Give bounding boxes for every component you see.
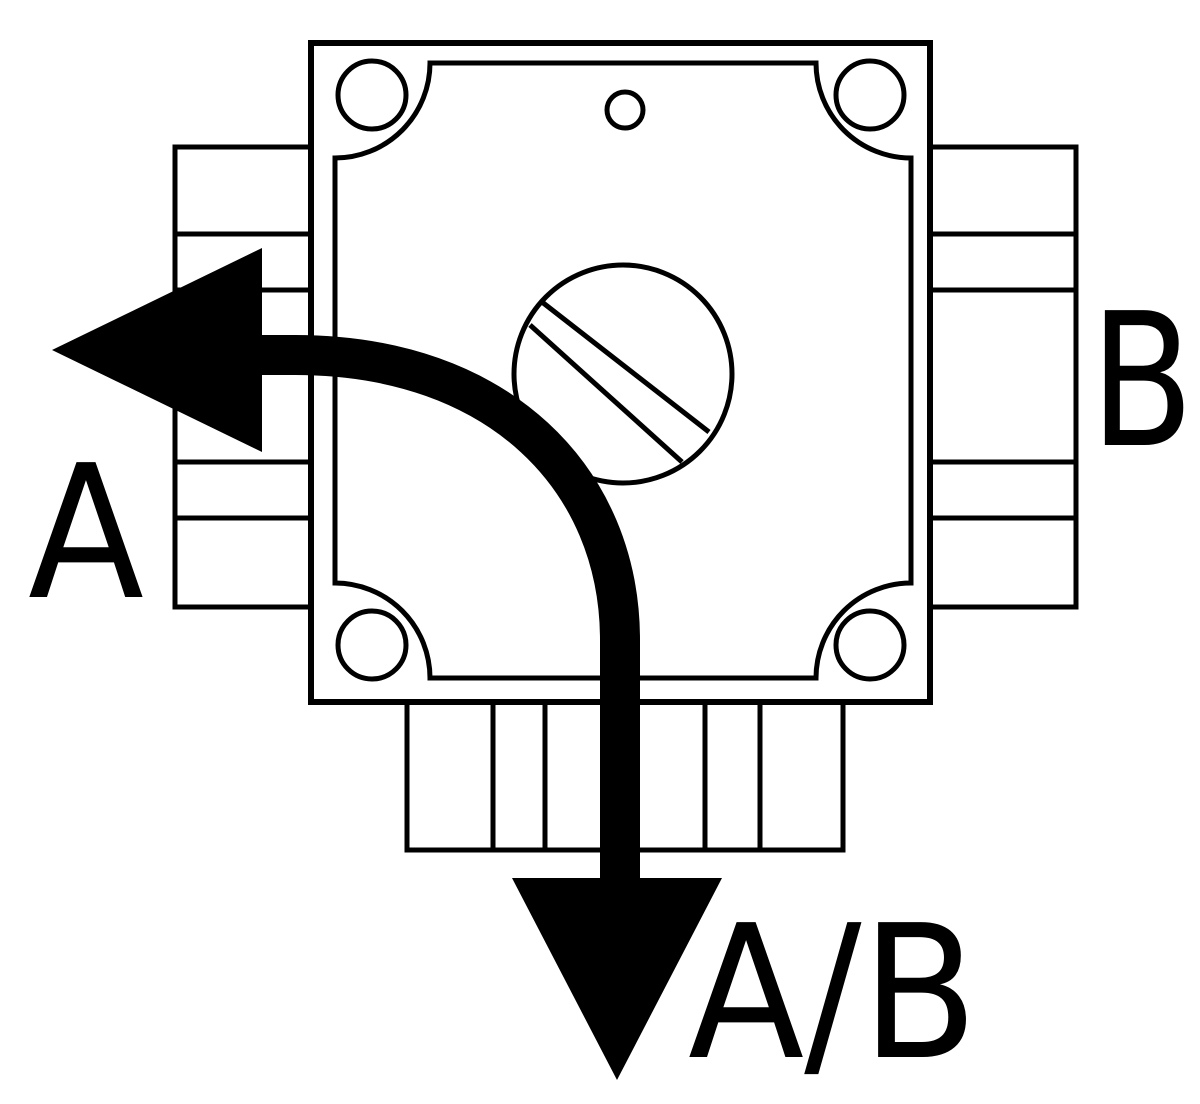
adjustment-screw-icon	[511, 262, 735, 486]
mounting-hole-top-left	[335, 58, 409, 132]
arrowhead-down-icon	[512, 878, 722, 1080]
mounting-hole-top-right	[833, 58, 907, 132]
port-label-b: B	[1090, 273, 1194, 489]
port-label-ab: A/B	[688, 885, 978, 1101]
mounting-hole-bottom-right	[833, 608, 907, 682]
arrowhead-left-icon	[52, 248, 262, 452]
right-connector	[927, 144, 1079, 610]
flow-arrow-icon	[52, 248, 722, 1080]
indicator-hole	[604, 89, 646, 131]
mounting-hole-bottom-left	[335, 608, 409, 682]
port-label-a: A	[28, 425, 144, 641]
